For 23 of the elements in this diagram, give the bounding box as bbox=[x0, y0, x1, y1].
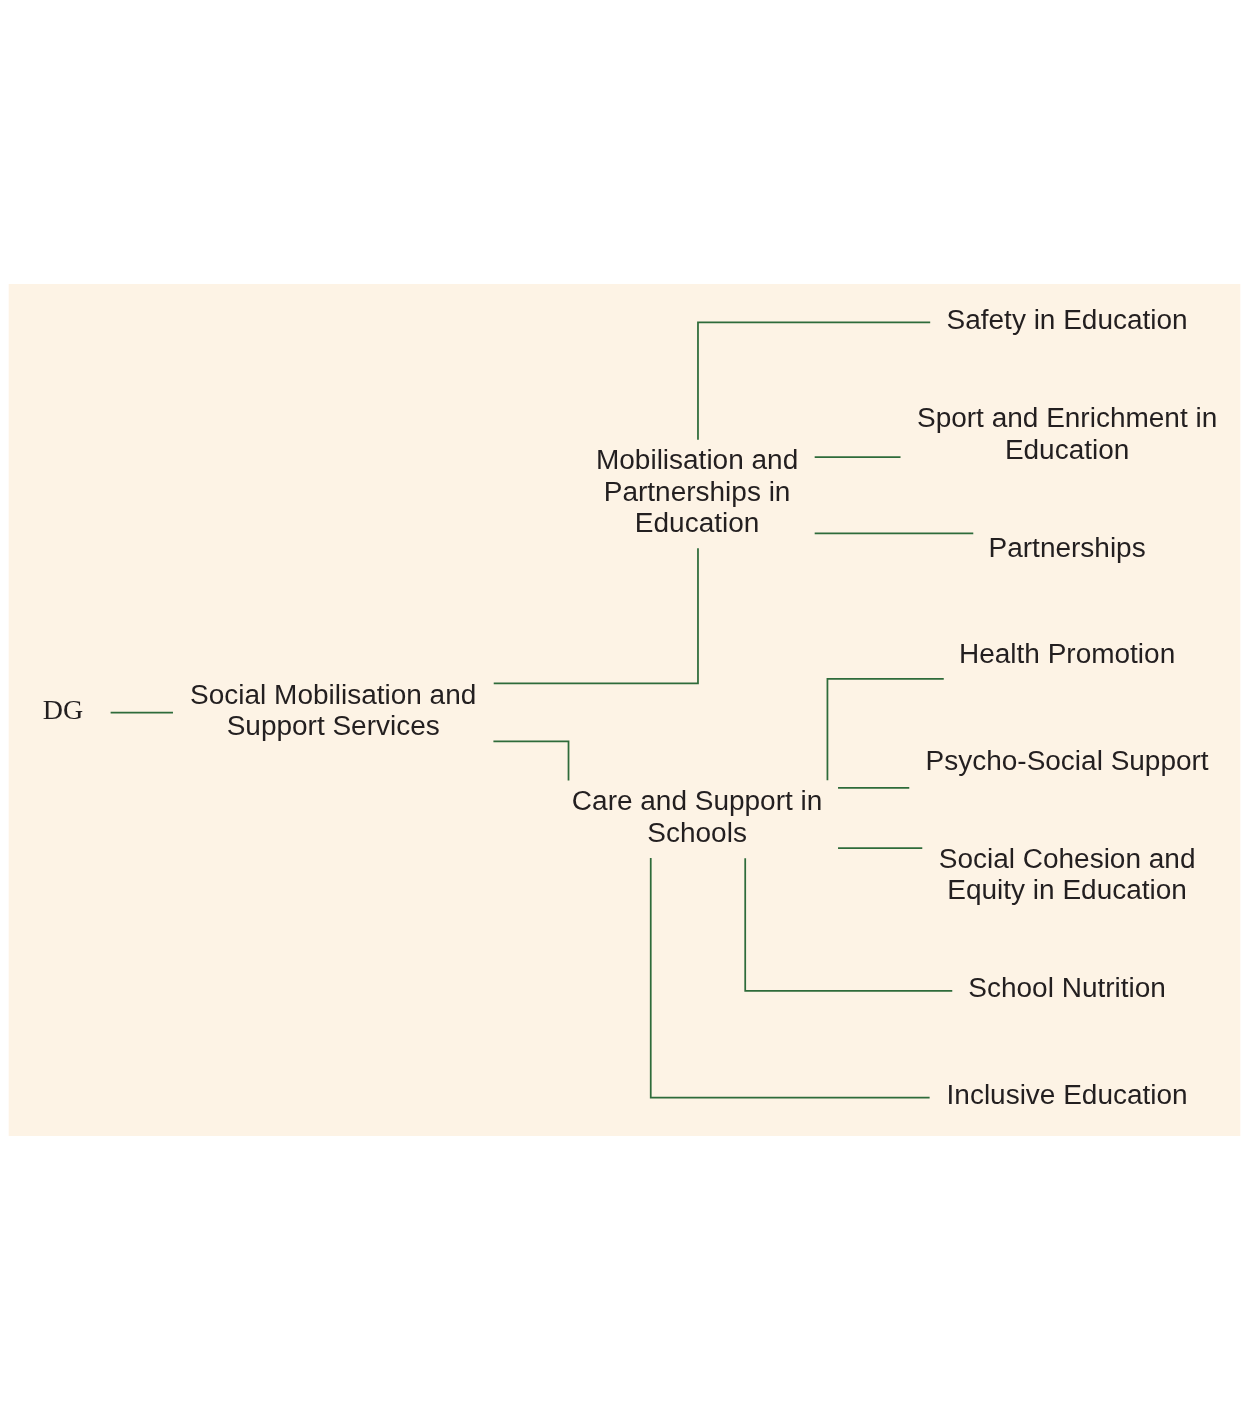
node-text: Care and Support in Schools bbox=[571, 784, 823, 848]
connector bbox=[649, 856, 931, 1098]
node-text: Social Mobilisation and Support Services bbox=[190, 678, 477, 741]
node-text: Health Promotion bbox=[959, 637, 1176, 669]
node-text: Inclusive Education bbox=[946, 1078, 1188, 1110]
node-text: DG bbox=[42, 693, 84, 725]
node-text: Social Cohesion and Equity in Education bbox=[938, 842, 1196, 905]
connector bbox=[813, 531, 975, 534]
connector bbox=[813, 455, 902, 458]
connector bbox=[837, 786, 911, 789]
node-text: Mobilisation and Partnerships in Education bbox=[595, 443, 799, 538]
node-text: Sport and Enrichment in Education bbox=[917, 401, 1218, 465]
node-text: Partnerships bbox=[988, 531, 1146, 563]
connector bbox=[826, 677, 945, 781]
node-text: Safety in Education bbox=[946, 303, 1188, 335]
node-text: Psycho-Social Support bbox=[925, 744, 1209, 776]
connector bbox=[837, 846, 924, 849]
node-text: School Nutrition bbox=[968, 971, 1166, 1003]
connector bbox=[109, 711, 174, 713]
connector bbox=[697, 321, 932, 441]
connector bbox=[492, 740, 570, 781]
connector bbox=[744, 856, 954, 992]
connector bbox=[492, 546, 699, 684]
